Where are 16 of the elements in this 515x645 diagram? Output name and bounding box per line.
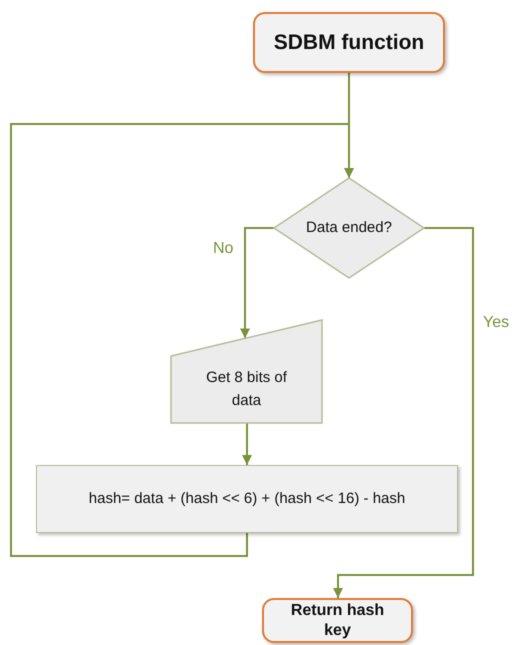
terminal-box (253, 12, 445, 73)
terminal-label: Return hash key (290, 600, 386, 640)
decision-label: Data ended? (306, 218, 392, 238)
arrow (10, 123, 354, 557)
arrow (240, 227, 274, 338)
process-box (36, 465, 458, 533)
terminal-box (262, 598, 413, 643)
manual-input-shape (171, 320, 322, 423)
arrow (333, 227, 474, 598)
process-label: Get 8 bits of data (205, 368, 288, 410)
edge-label: No (213, 240, 234, 258)
process-label: hash= data + (hash << 6) + (hash << 16) - hash (88, 488, 406, 509)
arrow (242, 423, 252, 465)
decision-diamond (274, 178, 424, 278)
edge-label: Yes (483, 314, 510, 332)
terminal-label: SDBM function (274, 30, 424, 56)
